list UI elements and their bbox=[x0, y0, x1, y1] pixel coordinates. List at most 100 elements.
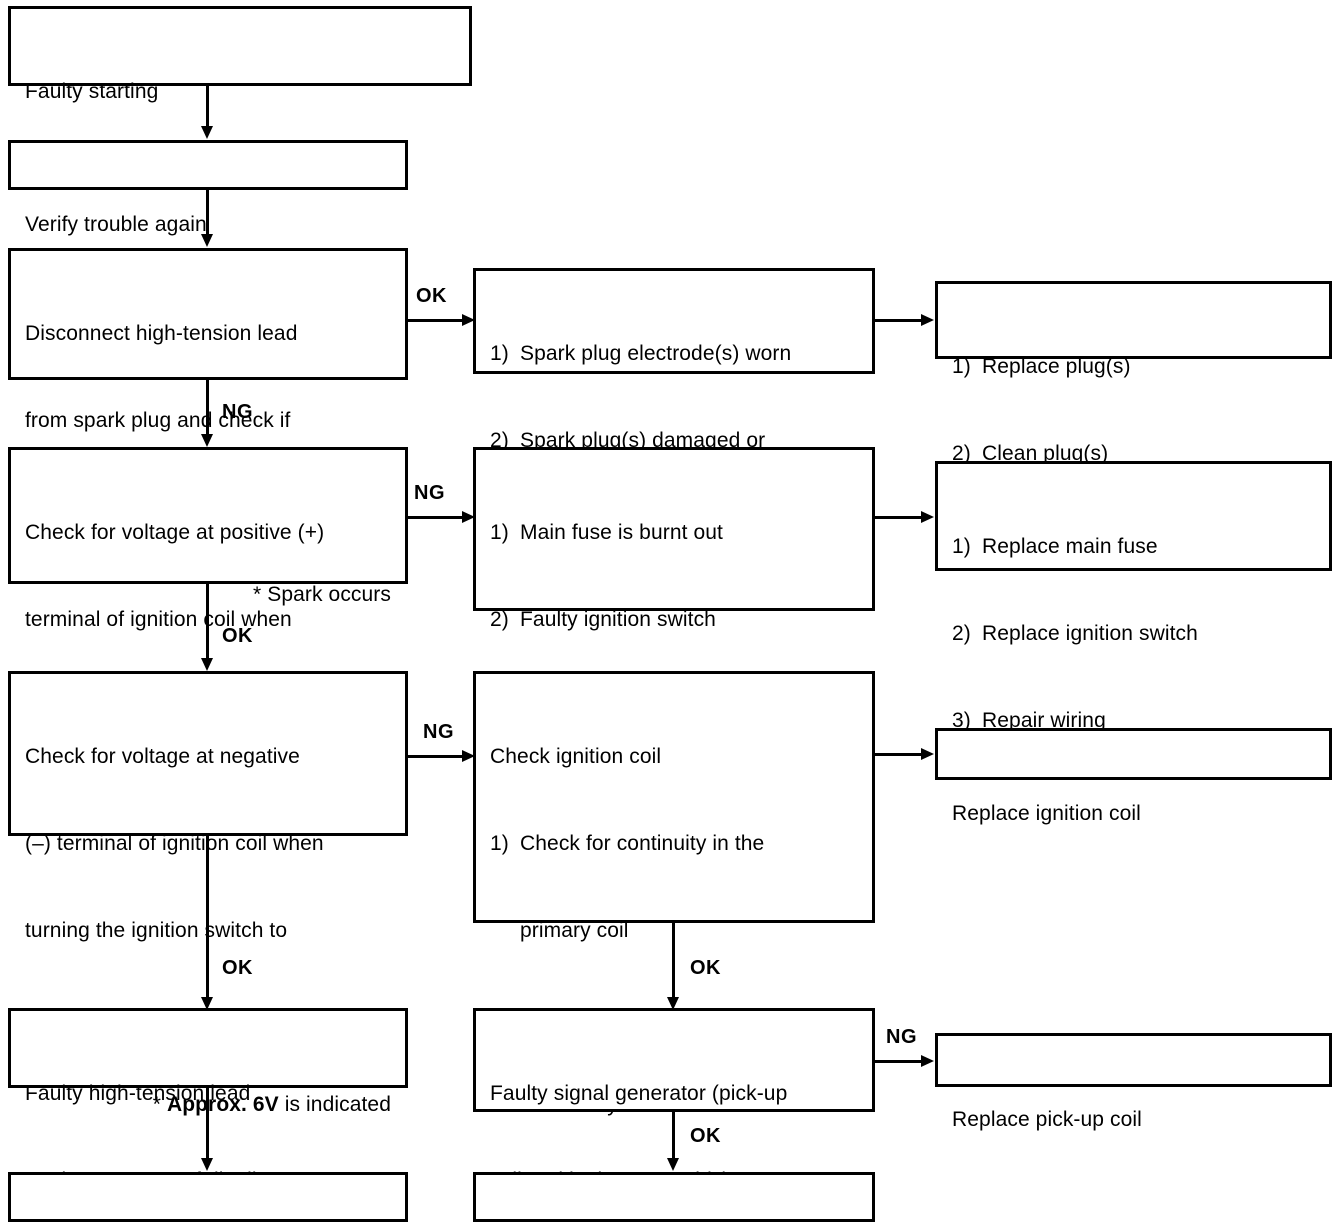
pos-fix-item-2-number: 2) bbox=[952, 622, 971, 645]
arrowhead-check-coil-to-replace-coil bbox=[921, 748, 934, 760]
pos-fix-item-1-number: 1) bbox=[952, 535, 971, 558]
node-check-spark: Disconnect high-tension lead from spark … bbox=[8, 248, 408, 606]
criterion-rest: is indicated bbox=[278, 1093, 391, 1116]
cause-item-2-text: Spark plug(s) damaged or bbox=[520, 429, 766, 452]
node-symptom: Faulty starting Engine is difficult to s… bbox=[8, 6, 472, 190]
pos-cause-item-2-number: 2) bbox=[490, 608, 509, 631]
node-spark-plug-fix: 1) Replace plug(s) 2)Clean plug(s) bbox=[935, 281, 1332, 465]
node-verify-line-1: Verify trouble again bbox=[25, 213, 207, 236]
arrowhead-check-spark-ng bbox=[201, 434, 213, 447]
node-replace-pickup-coil-line-1: Replace pick-up coil bbox=[952, 1108, 1142, 1131]
connector-check-positive-ng bbox=[406, 516, 466, 519]
arrowhead-check-positive-ok bbox=[201, 658, 213, 671]
connector-check-coil-to-replace-coil bbox=[875, 753, 925, 756]
node-faulty-lead: Faulty high-tension lead Faulty rotor, e… bbox=[8, 1008, 408, 1192]
pos-fix-item-3: 3) Repair wiring bbox=[952, 706, 1315, 735]
pos-cause-item-1-text: Main fuse is burnt out bbox=[520, 521, 723, 544]
cause-item-2-number: 2) bbox=[490, 429, 509, 452]
node-check-positive-line-1: Check for voltage at positive (+) bbox=[25, 521, 325, 544]
connector-verify-to-check-spark bbox=[206, 190, 209, 236]
faulty-signal-line-1: Faulty signal generator (pick-up bbox=[490, 1082, 788, 1105]
arrowhead-positive-cause-to-fix bbox=[921, 511, 934, 523]
cause-item-1: 1) Spark plug electrode(s) worn bbox=[490, 339, 858, 368]
fix-item-1-text: Replace plug(s) bbox=[982, 355, 1131, 378]
fix-item-1: 1) Replace plug(s) bbox=[952, 352, 1315, 381]
edge-label-spark-ok: OK bbox=[416, 285, 447, 307]
edge-label-positive-ok: OK bbox=[222, 625, 253, 647]
node-check-positive-line-2: terminal of ignition coil when bbox=[25, 608, 292, 631]
check-coil-item-1-text: Check for continuity in the bbox=[520, 832, 765, 855]
node-replace-ignition-coil-line-1: Replace ignition coil bbox=[952, 802, 1141, 825]
check-coil-heading: Check ignition coil bbox=[490, 745, 662, 768]
arrowhead-faulty-signal-ok bbox=[667, 1158, 679, 1171]
arrowhead-faulty-lead-to-replace bbox=[201, 1158, 213, 1171]
pos-fix-item-2: 2) Replace ignition switch bbox=[952, 619, 1315, 648]
connector-check-negative-ok bbox=[206, 836, 209, 999]
pos-cause-item-1-number: 1) bbox=[490, 521, 509, 544]
cause-item-1-number: 1) bbox=[490, 342, 509, 365]
node-check-negative-line-3: turning the ignition switch to bbox=[25, 919, 288, 942]
edge-label-positive-ng: NG bbox=[414, 482, 445, 504]
pos-cause-item-2-text: Faulty ignition switch bbox=[520, 608, 716, 631]
connector-check-positive-ok bbox=[206, 584, 209, 660]
node-check-negative-line-1: Check for voltage at negative bbox=[25, 745, 300, 768]
connector-positive-cause-to-fix bbox=[875, 516, 925, 519]
fix-item-2-text: Clean plug(s) bbox=[982, 442, 1109, 465]
node-check-positive: Check for voltage at positive (+) termin… bbox=[8, 447, 408, 805]
check-coil-item-1-number: 1) bbox=[490, 832, 509, 855]
node-check-coil: Check ignition coil 1) Check for continui… bbox=[473, 671, 875, 1203]
pos-fix-item-1-text: Replace main fuse bbox=[982, 535, 1158, 558]
edge-label-negative-ng: NG bbox=[423, 721, 454, 743]
arrowhead-check-negative-ok bbox=[201, 997, 213, 1010]
edge-label-signal-ng: NG bbox=[886, 1026, 917, 1048]
edge-label-signal-ok: OK bbox=[690, 1125, 721, 1147]
cause-item-2: 2) Spark plug(s) damaged or bbox=[490, 426, 858, 455]
arrowhead-check-negative-ng bbox=[462, 750, 475, 762]
node-symptom-line-1: Faulty starting bbox=[25, 80, 159, 103]
node-replace-ignition-coil: Replace ignition coil bbox=[935, 728, 1332, 825]
arrowhead-symptom-to-verify bbox=[201, 126, 213, 139]
node-faulty-lead-line-1: Faulty high-tension lead bbox=[25, 1082, 251, 1105]
criterion-star: * bbox=[152, 1093, 167, 1116]
arrowhead-check-positive-ng bbox=[462, 511, 475, 523]
pos-fix-item-3-number: 3) bbox=[952, 709, 971, 732]
arrowhead-check-spark-ok bbox=[462, 314, 475, 326]
edge-label-negative-ok: OK bbox=[222, 957, 253, 979]
node-verify: Verify trouble again bbox=[8, 140, 408, 236]
fix-item-2: 2)Clean plug(s) bbox=[952, 439, 1315, 468]
node-check-negative: Check for voltage at negative (–) termin… bbox=[8, 671, 408, 1116]
connector-check-spark-ng bbox=[206, 380, 209, 436]
node-check-negative-line-2: (–) terminal of ignition coil when bbox=[25, 832, 324, 855]
node-replace: Replace bbox=[8, 1172, 408, 1222]
node-spark-plug-cause: 1) Spark plug electrode(s) worn 2) Spark p… bbox=[473, 268, 875, 539]
pos-fix-item-2-text: Replace ignition switch bbox=[982, 622, 1198, 645]
connector-symptom-to-verify bbox=[206, 86, 209, 128]
node-faulty-signal-generator: Faulty signal generator (pick-up coil an… bbox=[473, 1008, 875, 1192]
connector-faulty-signal-ng bbox=[875, 1060, 925, 1063]
pos-fix-item-1: 1) Replace main fuse bbox=[952, 532, 1315, 561]
connector-faulty-lead-to-replace bbox=[206, 1088, 209, 1160]
check-coil-item-1: 1) Check for continuity in the bbox=[490, 829, 858, 858]
node-check-spark-line-1: Disconnect high-tension lead bbox=[25, 322, 298, 345]
arrowhead-faulty-signal-ng bbox=[921, 1055, 934, 1067]
connector-check-negative-ng bbox=[406, 755, 466, 758]
node-check-spark-criterion: * Spark occurs bbox=[253, 583, 391, 606]
pos-cause-item-2: 2) Faulty ignition switch bbox=[490, 605, 858, 634]
node-replace-igniter: Replace igniter (control module) bbox=[473, 1172, 875, 1222]
arrowhead-verify-to-check-spark bbox=[201, 234, 213, 247]
pos-cause-item-1: 1) Main fuse is burnt out bbox=[490, 518, 858, 547]
arrowhead-spark-cause-to-fix bbox=[921, 314, 934, 326]
edge-label-spark-ng: NG bbox=[222, 401, 253, 423]
edge-label-coil-ok: OK bbox=[690, 957, 721, 979]
connector-faulty-signal-ok bbox=[672, 1112, 675, 1160]
connector-check-coil-ok bbox=[672, 923, 675, 999]
check-coil-item-1-cont: primary coil bbox=[520, 919, 629, 942]
fix-item-1-number: 1) bbox=[952, 355, 971, 378]
connector-spark-cause-to-fix bbox=[875, 319, 925, 322]
node-replace-pickup-coil: Replace pick-up coil bbox=[935, 1033, 1332, 1131]
node-positive-fix: 1) Replace main fuse 2) Replace ignition s… bbox=[935, 461, 1332, 732]
cause-item-1-text: Spark plug electrode(s) worn bbox=[520, 342, 792, 365]
node-check-spark-line-2: from spark plug and check if bbox=[25, 409, 291, 432]
pos-fix-item-3-text: Repair wiring bbox=[982, 709, 1106, 732]
